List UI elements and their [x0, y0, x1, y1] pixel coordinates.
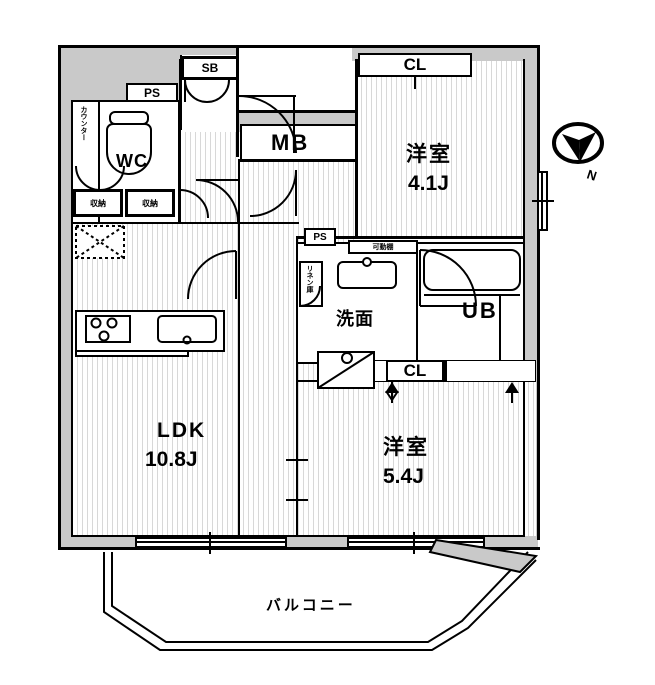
- cl-closet-5-4j: [358, 360, 536, 382]
- senmen-room: [298, 244, 418, 364]
- room-5-4j-floor-ext: [358, 380, 438, 536]
- entrance-wall-right: [236, 47, 239, 157]
- room-area-ldk: 10.8J: [145, 448, 198, 471]
- mb-wall-top: [238, 110, 358, 113]
- label-ps-top: PS: [126, 83, 178, 102]
- label-counter: カウンター: [80, 106, 87, 141]
- label-cl-top: CL: [358, 53, 472, 77]
- room-label-ldk: LDK: [157, 419, 207, 442]
- room-label-4-1j: 洋室: [406, 143, 452, 166]
- wall-inner-left: [71, 100, 73, 537]
- wall-inner-bottom: [71, 535, 525, 537]
- cl-5-4j-divider: [444, 360, 447, 382]
- label-ps-mid: PS: [304, 228, 336, 246]
- mb-wall-bottom: [238, 159, 358, 162]
- wc-wall-right: [178, 100, 180, 224]
- corridor-wall-left: [238, 160, 240, 536]
- label-mb: MB: [271, 130, 310, 155]
- cl-4-1j-divider: [414, 77, 416, 89]
- room-label-5-4j: 洋室: [383, 436, 429, 459]
- senmen-ub-divider: [416, 242, 418, 364]
- room-area-5-4j: 5.4J: [383, 465, 424, 488]
- label-senmen: 洗面: [336, 309, 374, 329]
- north-arrow-icon: N: [552, 122, 604, 184]
- label-storage-2: 収納: [126, 190, 174, 216]
- north-label: N: [585, 167, 599, 184]
- corridor-wall-right: [296, 238, 298, 536]
- wc-wall-bottom: [71, 222, 299, 224]
- label-ub: UB: [462, 298, 498, 323]
- room-4-1j-floor: [356, 61, 524, 236]
- label-linen: リネン庫: [306, 265, 313, 293]
- wall-outer-left: [58, 45, 61, 550]
- room-4-1j-wall-bottom: [296, 236, 524, 239]
- room-area-4-1j: 4.1J: [408, 172, 449, 195]
- wall-outer-top: [58, 45, 540, 48]
- wall-outer-bottom: [58, 547, 540, 550]
- outer-wall-right: [524, 47, 538, 242]
- label-storage-1: 収納: [74, 190, 122, 216]
- wall-entry-nook-right: [179, 59, 181, 224]
- room-4-1j-wall-left: [355, 59, 358, 237]
- outer-wall-left: [58, 47, 72, 517]
- label-sb: SB: [182, 57, 238, 79]
- label-movable-shelf: 可動棚: [348, 240, 418, 254]
- label-wc: WC: [116, 151, 148, 171]
- wall-outer-right: [537, 45, 540, 540]
- label-balcony: バルコニー: [266, 597, 356, 614]
- wc-wall-counter-div: [98, 102, 100, 222]
- label-cl-bottom: CL: [386, 360, 444, 382]
- sb-wall-left: [180, 55, 182, 130]
- wall-inner-right: [523, 59, 525, 537]
